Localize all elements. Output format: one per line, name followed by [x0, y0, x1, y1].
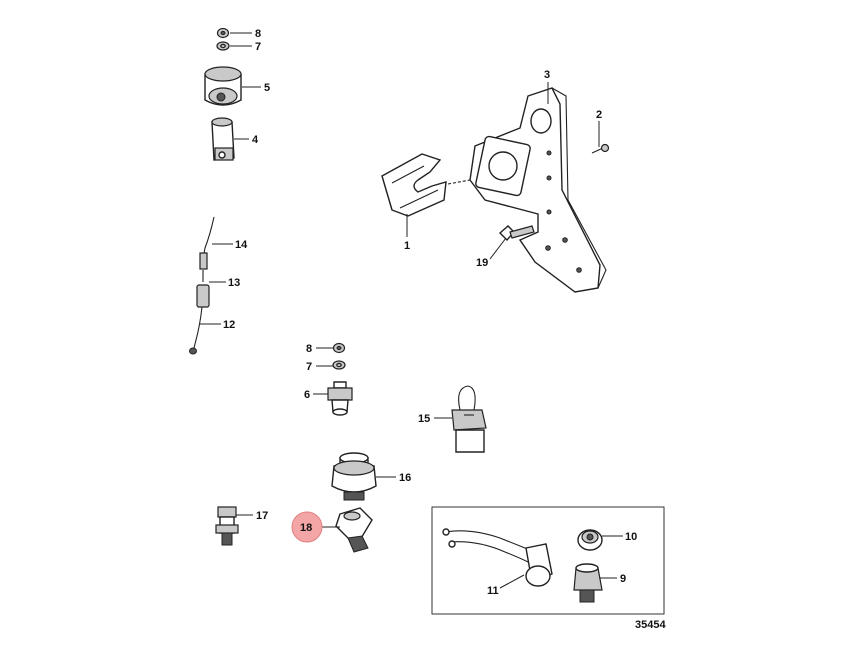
part-nut-8-top[interactable] — [216, 27, 230, 39]
callout-7-top: 7 — [255, 41, 261, 53]
part-nut-8-mid[interactable] — [332, 342, 346, 354]
part-harness-left[interactable] — [189, 216, 215, 355]
part-connector-15[interactable] — [451, 385, 487, 453]
callout-10: 10 — [625, 531, 637, 543]
part-bolt-19[interactable] — [498, 225, 535, 242]
callout-9: 9 — [620, 573, 626, 585]
part-bracket-3[interactable] — [469, 87, 607, 293]
callout-4: 4 — [252, 134, 259, 146]
part-fitting-17[interactable] — [215, 506, 239, 546]
part-washer-7-mid[interactable] — [332, 360, 346, 370]
callout-5: 5 — [264, 82, 270, 94]
callout-15: 15 — [418, 413, 430, 425]
part-washer-7-top[interactable] — [216, 41, 230, 51]
callout-7-mid: 7 — [306, 361, 312, 373]
callout-14: 14 — [235, 239, 248, 251]
part-plug-9[interactable] — [573, 563, 603, 603]
part-sender-5[interactable] — [204, 66, 242, 106]
part-clip-1[interactable] — [381, 153, 471, 217]
part-sensor-16[interactable] — [331, 452, 377, 501]
callout-13: 13 — [228, 277, 240, 289]
callout-8-top: 8 — [255, 28, 261, 40]
figure-number: 35454 — [635, 619, 666, 631]
part-harness-11[interactable] — [442, 528, 553, 587]
highlight-circle-18 — [291, 511, 323, 543]
callout-19: 19 — [476, 257, 488, 269]
part-sender-6[interactable] — [327, 381, 353, 416]
part-fitting-10[interactable] — [577, 529, 603, 551]
callout-18[interactable]: 18 — [300, 522, 312, 534]
callout-8-mid: 8 — [306, 343, 312, 355]
callout-17: 17 — [256, 510, 268, 522]
callout-11: 11 — [487, 585, 499, 597]
callout-6: 6 — [304, 389, 310, 401]
callout-16: 16 — [399, 472, 411, 484]
part-screw-2[interactable] — [591, 143, 610, 154]
callout-12: 12 — [223, 319, 235, 331]
part-elbow-18[interactable] — [335, 507, 373, 553]
leader-lines — [200, 32, 623, 589]
callout-3: 3 — [544, 69, 550, 81]
callout-2: 2 — [596, 109, 602, 121]
inset-box — [431, 506, 665, 615]
callout-1: 1 — [404, 240, 410, 252]
part-sleeve-4[interactable] — [211, 117, 235, 161]
